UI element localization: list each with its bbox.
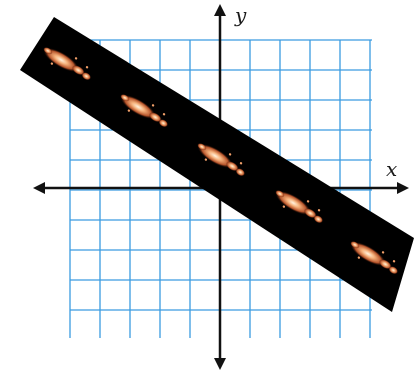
glow-blob-segment bbox=[235, 168, 245, 177]
glow-blob-segment bbox=[378, 259, 392, 270]
x-axis-right-arrow-icon bbox=[397, 182, 409, 194]
glow-blob-segment bbox=[71, 65, 85, 76]
glow-blob bbox=[350, 241, 398, 275]
glow-speck bbox=[228, 153, 232, 156]
x-axis-label: x bbox=[386, 157, 397, 181]
glow-blob bbox=[275, 190, 323, 224]
glow-blob-segment bbox=[43, 47, 53, 55]
glow-blob-segment bbox=[158, 119, 168, 128]
glow-blob-segment bbox=[388, 266, 398, 275]
glow-speck bbox=[317, 209, 321, 212]
x-axis-left-arrow-icon bbox=[33, 182, 45, 194]
y-axis-label: y bbox=[234, 3, 247, 27]
y-axis-down-arrow-icon bbox=[214, 358, 226, 370]
glow-speck bbox=[282, 205, 286, 208]
glow-speck bbox=[381, 251, 385, 254]
glow-speck bbox=[306, 200, 310, 203]
glow-blob-head bbox=[350, 241, 386, 266]
glow-speck bbox=[392, 260, 396, 263]
glow-blob-segment bbox=[350, 241, 360, 249]
glow-speck bbox=[50, 62, 54, 65]
glow-blob bbox=[120, 94, 168, 128]
y-axis-up-arrow-icon bbox=[214, 4, 226, 16]
glow-speck bbox=[357, 256, 361, 259]
glow-speck bbox=[74, 57, 78, 60]
glow-speck bbox=[162, 113, 166, 116]
glow-blob-segment bbox=[197, 143, 207, 151]
glow-blob-head bbox=[120, 94, 156, 119]
glow-blob-segment bbox=[81, 72, 91, 81]
glow-blob-segment bbox=[148, 112, 162, 123]
glow-speck bbox=[204, 158, 208, 161]
glow-blob-head bbox=[197, 143, 233, 168]
glow-blob-segment bbox=[303, 208, 317, 219]
glow-blob-segment bbox=[120, 94, 130, 102]
glow-blob bbox=[43, 47, 91, 81]
glow-blob-segment bbox=[313, 215, 323, 224]
glow-blob-segment bbox=[275, 190, 285, 198]
glow-blob-head bbox=[275, 190, 311, 215]
glow-blob bbox=[197, 143, 245, 177]
glow-speck bbox=[151, 104, 155, 107]
line-strip bbox=[20, 17, 414, 312]
glow-blob-segment bbox=[225, 161, 239, 172]
glow-speck bbox=[239, 162, 243, 165]
glow-blob-head bbox=[43, 47, 79, 72]
glow-speck bbox=[127, 109, 131, 112]
glow-speck bbox=[85, 66, 89, 69]
glow-blobs bbox=[43, 47, 398, 275]
